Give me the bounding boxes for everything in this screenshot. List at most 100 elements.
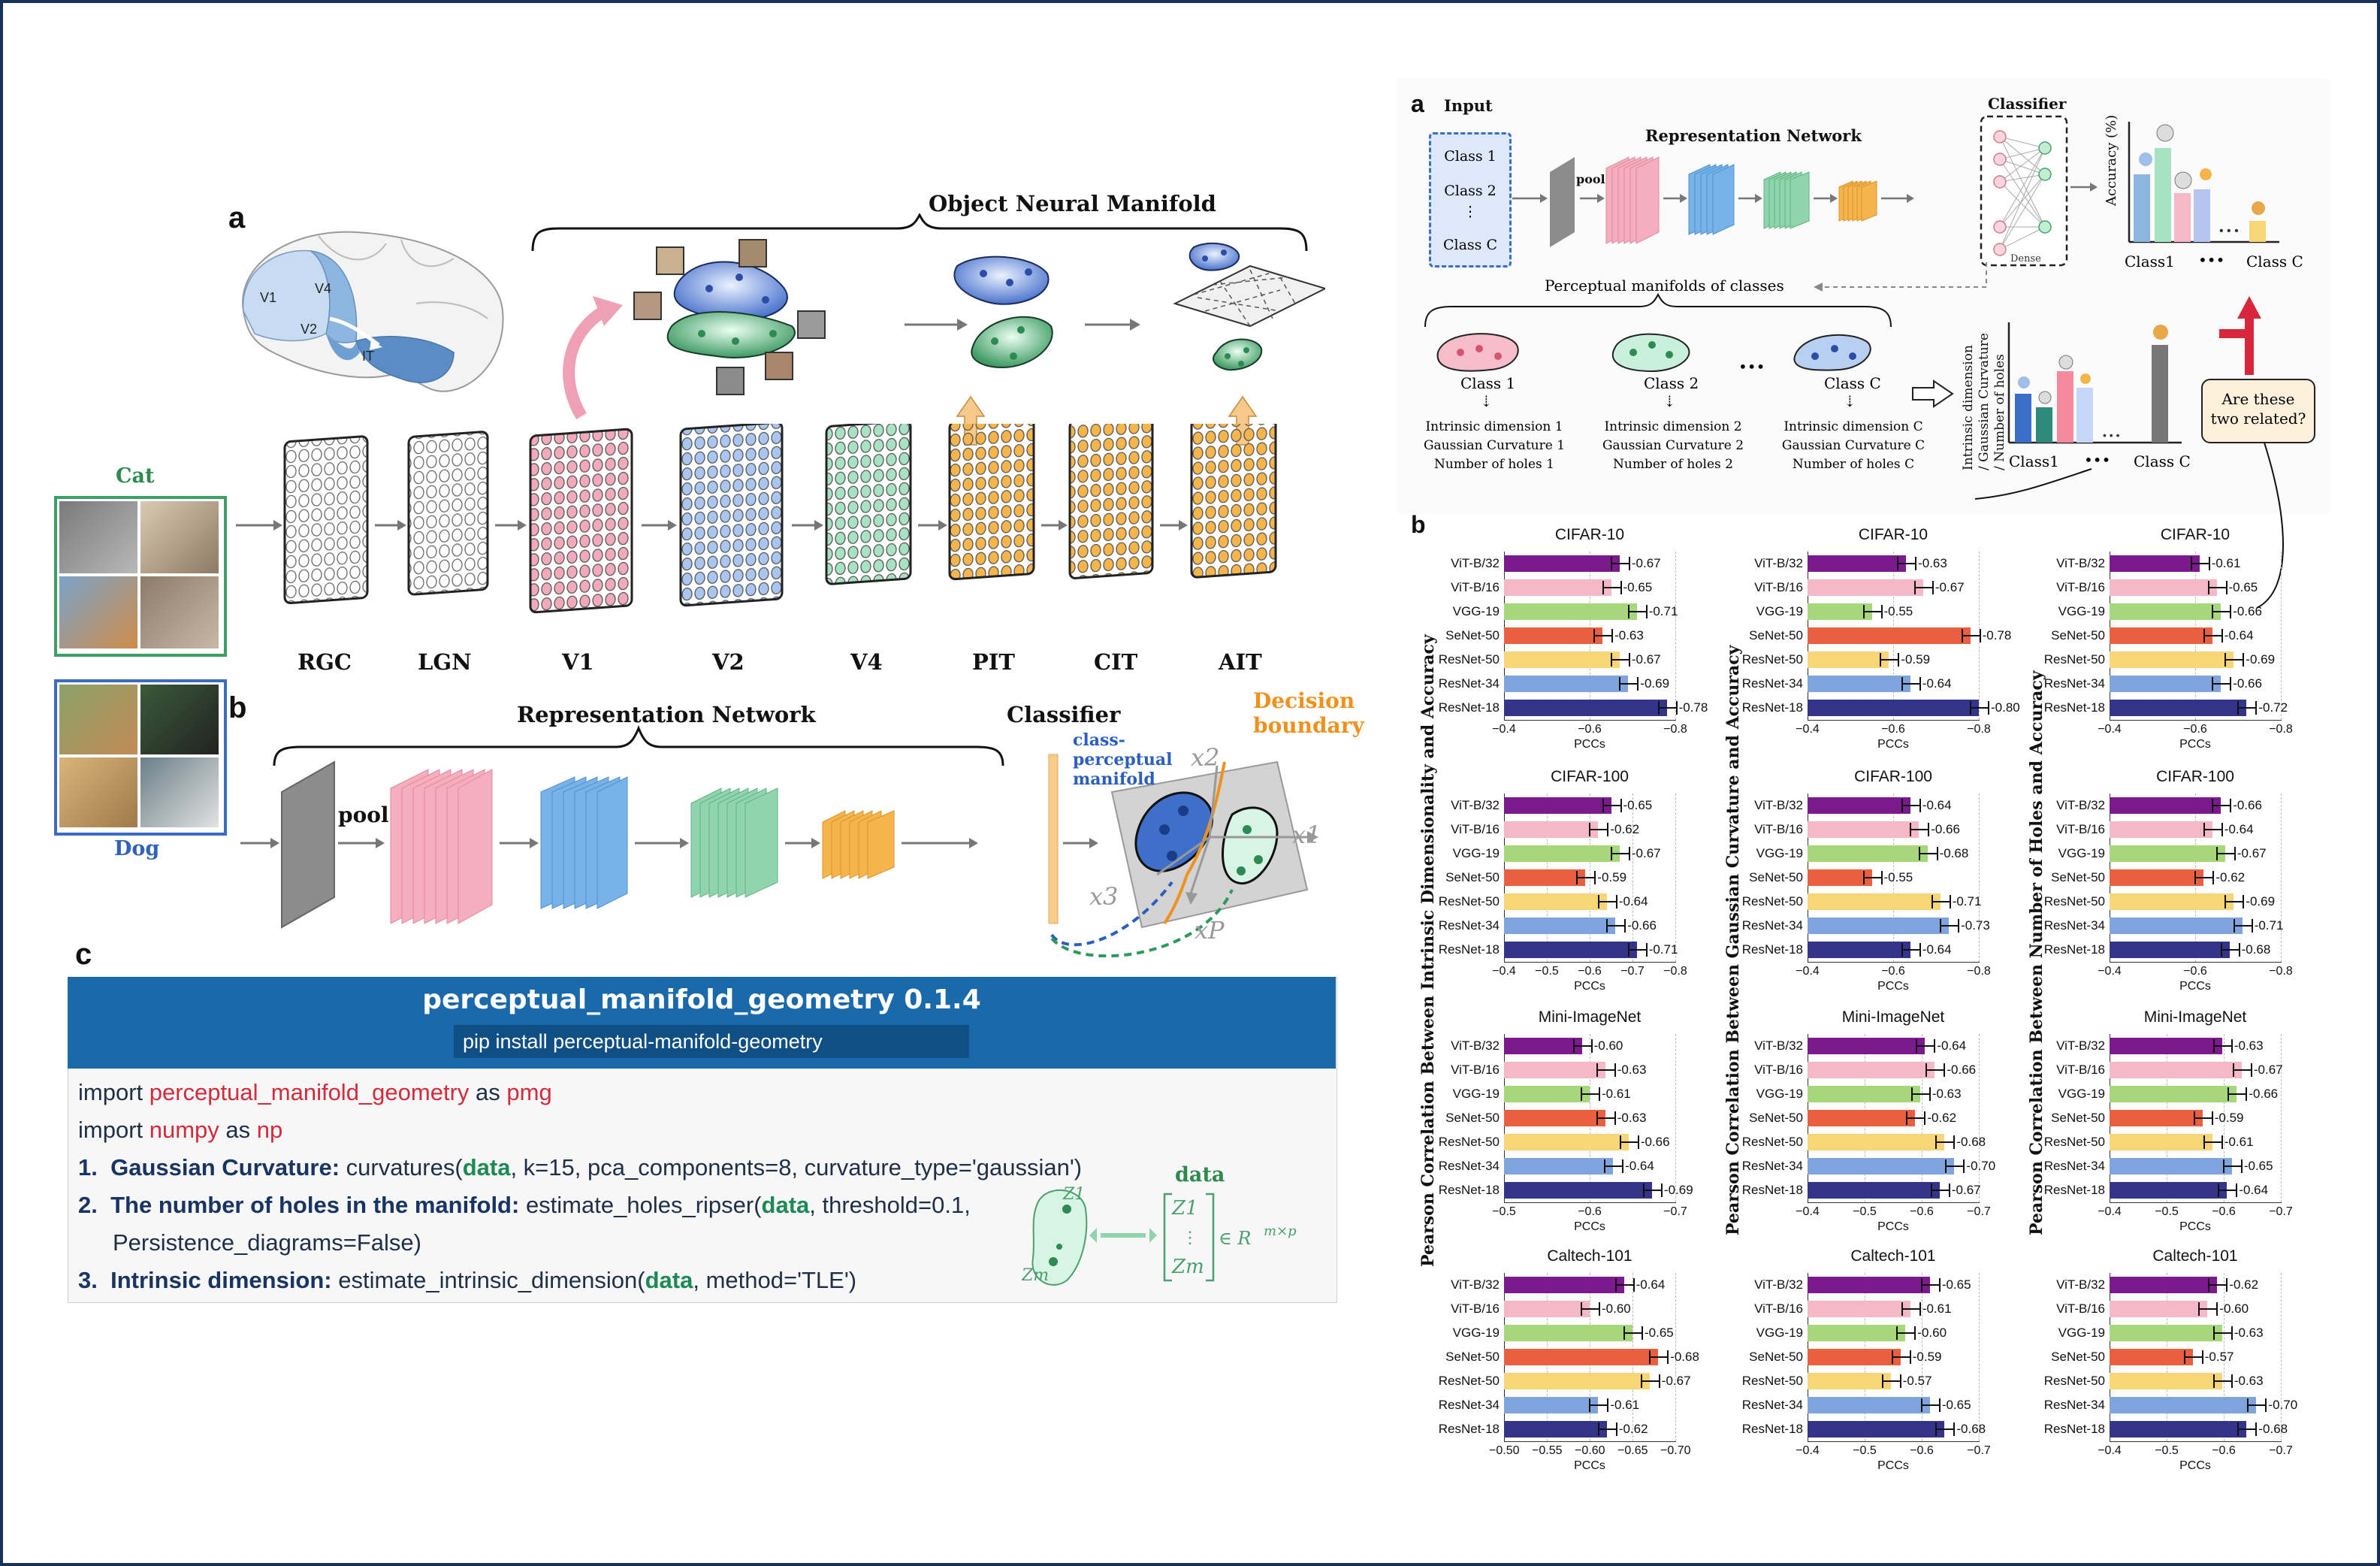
chart-x-axis-label: PCCs — [1877, 1459, 1909, 1472]
chart-error-cap — [1924, 1111, 1926, 1125]
chart-bar — [2110, 1421, 2247, 1438]
blue-conv-stack — [540, 776, 628, 909]
chart-value-label: -0.60 — [2219, 1301, 2249, 1316]
chart-error-bar — [1862, 611, 1881, 612]
chart-error-cap — [2203, 629, 2205, 642]
chart-error-bar — [1925, 1069, 1944, 1071]
axis-xp-label: xP — [1195, 916, 1225, 945]
chart-tick-label: −0.7 — [1967, 1444, 1991, 1457]
chart-error-cap — [2212, 677, 2214, 691]
right-network-diagram: pool — [1512, 156, 1914, 247]
chart-error-cap — [2212, 1374, 2215, 1388]
chart-error-cap — [1935, 1135, 1938, 1149]
matrix-top-entry: Z1 — [1171, 1197, 1198, 1220]
chart-x-axis-label: PCCs — [1877, 738, 1909, 751]
chart-x-axis-label: PCCs — [1877, 1220, 1909, 1233]
chart-error-cap — [1920, 1278, 1922, 1292]
chart-error-bar — [2203, 635, 2221, 636]
chart-error-bar — [1910, 1093, 1929, 1095]
chart-bar — [1504, 700, 1667, 716]
chart-error-bar — [1596, 1069, 1614, 1071]
chart-value-label: -0.59 — [1597, 870, 1627, 884]
input-classes-box: Class 1 Class 2 ⋮ Class C — [1429, 132, 1512, 268]
chart-error-bar — [1930, 1190, 1949, 1191]
pink-conv-stack — [390, 769, 493, 924]
chart-error-bar — [1610, 563, 1629, 564]
chart-bar — [1504, 1301, 1590, 1317]
chart-value-label: -0.64 — [1635, 1277, 1666, 1292]
pip-install-command[interactable]: pip install perceptual-manifold-geometry — [454, 1025, 969, 1058]
chart-error-cap — [2212, 1326, 2215, 1340]
chart-value-label: -0.71 — [1648, 942, 1678, 957]
chart-x-axis-label: PCCs — [1574, 1459, 1605, 1472]
chart-error-bar — [1572, 1045, 1591, 1047]
chart-bar — [1504, 1038, 1582, 1054]
chart-tick-label: −0.4 — [2098, 965, 2122, 978]
dog-photo — [59, 685, 137, 754]
chart-error-bar — [1931, 901, 1950, 902]
matrix-space-label: ∈ R — [1219, 1228, 1251, 1249]
chart-error-cap — [1597, 1422, 1599, 1436]
chart-error-cap — [2193, 1111, 2195, 1125]
manifold-brace — [1424, 293, 1892, 328]
svg-text:• • •: • • • — [2103, 429, 2120, 441]
chart-category-label: ResNet-50 — [2043, 1135, 2105, 1149]
chart-value-label: -0.66 — [1640, 1135, 1670, 1149]
chart-tick-label: −0.70 — [1660, 1444, 1691, 1457]
chart-error-bar — [1970, 707, 1988, 709]
chart-error-bar — [1610, 659, 1629, 661]
chart-bar — [2110, 1325, 2222, 1341]
chart-category-label: ViT-B/16 — [2056, 822, 2105, 836]
chart-error-cap — [1930, 1184, 1932, 1197]
chart-error-cap — [2227, 1087, 2230, 1101]
chart-bar — [2110, 1277, 2218, 1293]
chart-value-label: -0.64 — [2224, 628, 2254, 642]
chart-error-cap — [1642, 1184, 1645, 1197]
chart-value-label: -0.68 — [1956, 1135, 1986, 1149]
chart-bar — [1808, 1349, 1901, 1365]
chart-category-label: ViT-B/32 — [1451, 1277, 1500, 1292]
chart-error-cap — [2232, 1063, 2234, 1077]
chart-error-cap — [1596, 1111, 1598, 1125]
chart-category-label: ResNet-50 — [2043, 894, 2105, 908]
chart-error-cap — [2216, 1302, 2218, 1316]
v1-to-manifold-arrow — [563, 296, 623, 420]
chart-category-label: ViT-B/32 — [2056, 556, 2105, 570]
chart-bar — [2110, 1182, 2227, 1199]
chart-error-cap — [1596, 1063, 1598, 1077]
object-neural-manifold-title: Object Neural Manifold — [929, 191, 1216, 216]
chart-bar — [1808, 1182, 1940, 1199]
chart-bar — [2110, 1158, 2232, 1174]
chart-error-cap — [1925, 1063, 1928, 1077]
chart-bar — [1504, 627, 1603, 644]
chart-error-cap — [1615, 895, 1617, 908]
chart-error-cap — [1622, 1159, 1624, 1173]
chart-bar — [2110, 1110, 2203, 1126]
chart-category-label: ResNet-18 — [2043, 700, 2105, 715]
chart-error-bar — [1596, 1117, 1614, 1119]
chart-category-label: ResNet-34 — [1438, 676, 1500, 691]
chart-title: Mini-ImageNet — [2143, 1008, 2247, 1026]
chart-bar — [2110, 1397, 2257, 1413]
chart-tick-label: −0.6 — [1578, 723, 1602, 736]
chart-category-label: ResNet-18 — [1741, 942, 1803, 957]
chart-error-cap — [1928, 823, 1930, 836]
chart-value-label: -0.63 — [1918, 556, 1947, 570]
chart-error-bar — [1576, 877, 1595, 878]
chart-error-cap — [1637, 677, 1639, 691]
code-line-holes: 2. The number of holes in the manifold: … — [78, 1192, 971, 1218]
chart-error-cap — [2230, 1326, 2233, 1340]
chart-error-cap — [1628, 653, 1630, 667]
chart-value-label: -0.69 — [2246, 894, 2276, 908]
chart-category-label: ResNet-34 — [2043, 1159, 2105, 1173]
chart-bar — [1808, 845, 1928, 862]
chart-category-label: SeNet-50 — [2051, 1350, 2105, 1364]
input-class-1: Class 1 — [1444, 148, 1497, 165]
right-panel-a-letter: a — [1411, 90, 1424, 117]
chart-category-label: ViT-B/32 — [1754, 1038, 1803, 1053]
chart-error-cap — [1901, 677, 1903, 691]
chart-bar — [2110, 1038, 2222, 1054]
chart-gridline — [1979, 794, 1980, 962]
chart-bar — [1808, 676, 1910, 692]
chart-error-bar — [1862, 877, 1881, 878]
